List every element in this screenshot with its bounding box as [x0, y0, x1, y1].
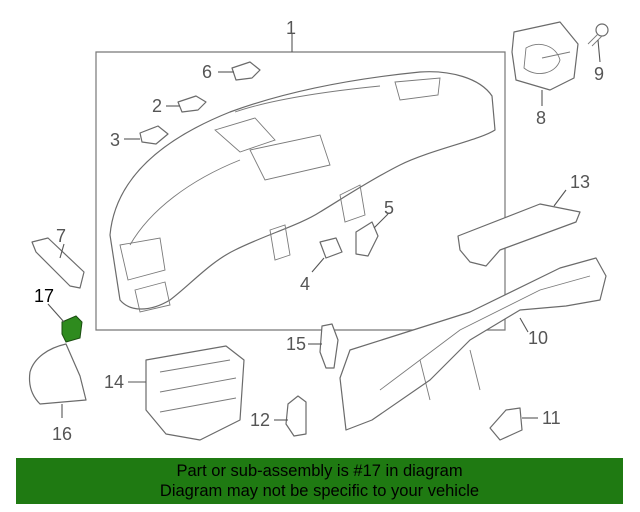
callout-10: 10 — [528, 328, 548, 348]
callout-13: 13 — [570, 172, 590, 192]
part-6-cover — [231, 61, 261, 81]
callout-8: 8 — [536, 108, 546, 128]
part-3-clip — [139, 125, 169, 145]
part-13-bracket — [457, 203, 581, 267]
leader-4 — [311, 257, 325, 273]
part-8-module — [511, 21, 579, 91]
part-4-clip — [319, 237, 343, 259]
banner-line-2: Diagram may not be specific to your vehi… — [159, 482, 480, 500]
part-17-highlighted — [61, 315, 83, 343]
leader-7 — [59, 243, 65, 259]
callout-5: 5 — [384, 198, 394, 218]
callout-15: 15 — [286, 334, 306, 354]
leader-5 — [373, 213, 389, 229]
part-2-bracket — [177, 95, 207, 113]
leader-17 — [47, 303, 65, 323]
callout-12: 12 — [250, 410, 270, 430]
callout-14: 14 — [104, 372, 124, 392]
callout-16: 16 — [52, 424, 72, 444]
part-16-cover — [28, 343, 87, 405]
info-banner: Part or sub-assembly is #17 in diagram D… — [16, 458, 623, 504]
callout-1: 1 — [286, 18, 296, 38]
callout-2: 2 — [152, 96, 162, 116]
part-9-screw — [587, 23, 609, 47]
leader-9 — [597, 39, 601, 63]
callout-7: 7 — [56, 226, 66, 246]
callout-11: 11 — [542, 408, 561, 428]
part-7-trim — [31, 237, 85, 289]
part-10-crossbeam — [339, 257, 607, 431]
parts-diagram: 1 2 3 4 5 6 7 8 9 10 11 12 13 14 15 16 1… — [28, 18, 609, 444]
part-14-housing — [145, 345, 245, 441]
part-15-bracket — [319, 323, 339, 369]
leader-13 — [553, 189, 567, 207]
leader-10 — [519, 317, 529, 333]
banner-line-1: Part or sub-assembly is #17 in diagram — [176, 462, 463, 480]
part-5-bracket — [355, 221, 379, 257]
callout-4: 4 — [300, 274, 310, 294]
part-12-bracket — [285, 395, 307, 437]
callout-17: 17 — [34, 286, 54, 306]
callout-9: 9 — [594, 64, 604, 84]
dashboard-frame — [95, 51, 506, 331]
part-11-bracket — [489, 407, 523, 441]
callout-3: 3 — [110, 130, 120, 150]
callout-6: 6 — [202, 62, 212, 82]
dashboard-panel — [109, 71, 496, 313]
